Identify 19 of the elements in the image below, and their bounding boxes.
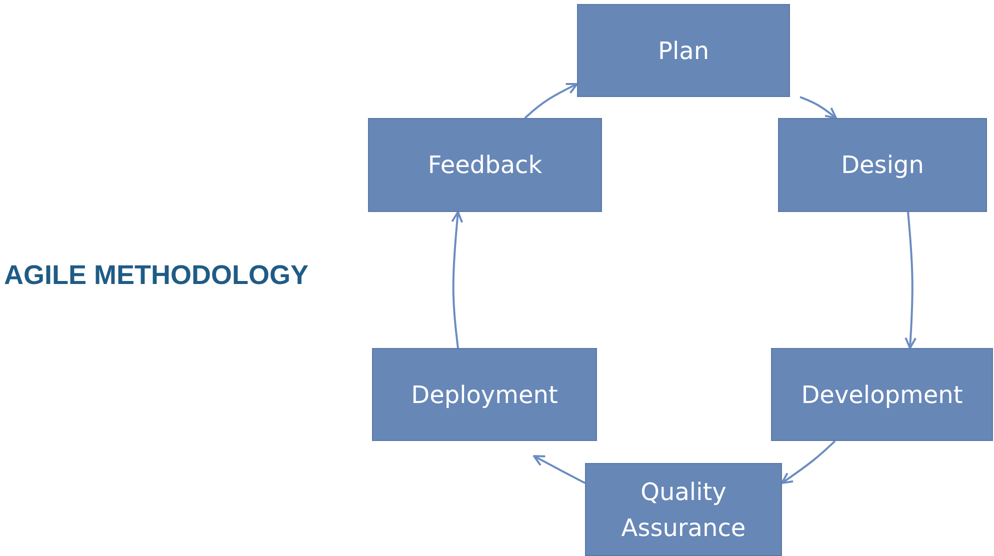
arrow (451, 211, 464, 348)
step-label: Design (840, 150, 925, 181)
process-box (577, 4, 790, 97)
process-box (368, 118, 602, 212)
step-label: Deployment (410, 380, 559, 410)
arrow (781, 440, 836, 484)
process-box (585, 463, 782, 556)
step-label: Quality Assurance (620, 476, 747, 544)
step-label: Feedback (426, 150, 544, 181)
arrow (904, 212, 917, 349)
diagram-title: AGILE METHODOLOGY (4, 260, 309, 291)
arrow (800, 96, 837, 119)
process-box (372, 348, 597, 441)
step-label: Development (800, 380, 964, 410)
process-box (771, 348, 993, 441)
process-box (778, 118, 987, 212)
arrow (533, 455, 586, 484)
arrow (524, 83, 578, 119)
step-label: Plan (656, 36, 710, 66)
